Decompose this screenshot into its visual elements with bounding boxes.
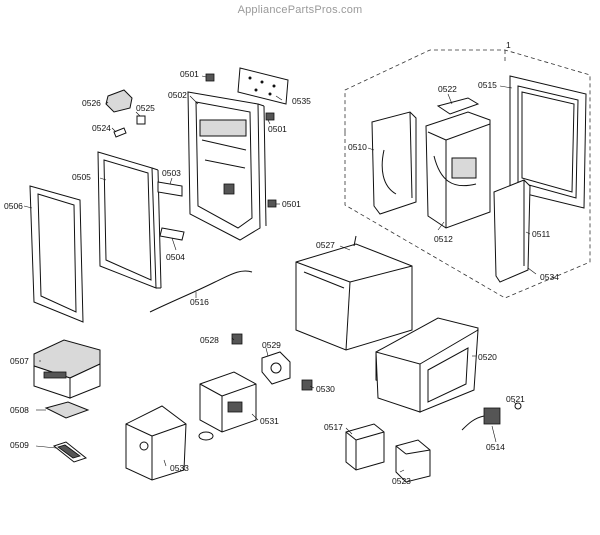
callout-0530[interactable]: 0530: [316, 384, 335, 394]
part-0514-ice-maker-motor[interactable]: [461, 407, 501, 431]
callout-0526[interactable]: 0526: [82, 98, 101, 108]
part-0504-shim[interactable]: [159, 227, 185, 241]
part-0503-plate[interactable]: [157, 181, 183, 197]
callout-0524[interactable]: 0524: [92, 123, 111, 133]
part-0532-knob[interactable]: [198, 431, 214, 441]
part-0517-chute[interactable]: [345, 423, 385, 471]
callout-0507[interactable]: 0507: [10, 356, 29, 366]
part-0505-door-panel[interactable]: [97, 151, 162, 289]
callout-0508[interactable]: 0508: [10, 405, 29, 415]
callout-0512[interactable]: 0512: [434, 234, 453, 244]
part-0510-evaporator-cover[interactable]: [371, 111, 417, 215]
part-0511-side-panel[interactable]: [493, 179, 531, 283]
part-0531-auger-motor[interactable]: [199, 371, 257, 433]
callout-0531[interactable]: 0531: [260, 416, 279, 426]
callout-0514[interactable]: 0514: [486, 442, 505, 452]
callout-0510[interactable]: 0510: [348, 142, 367, 152]
callout-0521[interactable]: 0521: [506, 394, 525, 404]
part-0533-mounting-bracket[interactable]: [125, 405, 187, 481]
callout-0528[interactable]: 0528: [200, 335, 219, 345]
callout-0509[interactable]: 0509: [10, 440, 29, 450]
callout-0529[interactable]: 0529: [262, 340, 281, 350]
part-0528-switch[interactable]: [231, 333, 243, 345]
part-0524-pin[interactable]: [113, 127, 127, 138]
callout-0501-low[interactable]: 0501: [282, 199, 301, 209]
part-0512-ice-maker-assembly[interactable]: [425, 111, 491, 229]
part-0535-control-board[interactable]: [237, 67, 289, 105]
part-0525-spring[interactable]: [136, 115, 146, 125]
part-0522-top-cover[interactable]: [436, 97, 480, 115]
callout-0506[interactable]: 0506: [4, 201, 23, 211]
part-0501-clip-mid[interactable]: [265, 112, 275, 121]
callout-0516[interactable]: 0516: [190, 297, 209, 307]
callout-0503[interactable]: 0503: [162, 168, 181, 178]
part-0501-clip-top[interactable]: [205, 73, 215, 82]
callout-0501-top[interactable]: 0501: [180, 69, 199, 79]
callout-0522[interactable]: 0522: [438, 84, 457, 94]
leader-lines: [23, 75, 537, 473]
callout-1[interactable]: 1: [506, 40, 511, 50]
part-0507-ice-tray-cover[interactable]: [33, 339, 101, 399]
part-0530-connector[interactable]: [301, 379, 313, 391]
part-0526-actuator[interactable]: [105, 89, 133, 113]
part-0520-ice-bucket[interactable]: [375, 317, 479, 413]
part-0501-clip-low[interactable]: [267, 199, 277, 208]
callout-0534[interactable]: 0534: [540, 272, 559, 282]
callout-0535[interactable]: 0535: [292, 96, 311, 106]
part-0502-dispenser-housing[interactable]: [187, 91, 267, 241]
part-0521-screw[interactable]: [514, 402, 522, 410]
callout-0504[interactable]: 0504: [166, 252, 185, 262]
part-0529-solenoid[interactable]: [261, 351, 291, 385]
assembly-dashed-outline: [344, 49, 591, 299]
part-0515-gasket-frame[interactable]: [509, 75, 587, 209]
callout-0525[interactable]: 0525: [136, 103, 155, 113]
watermark-text: AppliancePartsPros.com: [237, 4, 363, 16]
callout-0515[interactable]: 0515: [478, 80, 497, 90]
callout-0511[interactable]: 0511: [532, 229, 551, 239]
part-0508-grille[interactable]: [44, 401, 90, 419]
callout-0527[interactable]: 0527: [316, 240, 335, 250]
part-0509-drip-tray[interactable]: [52, 441, 88, 463]
callout-0533[interactable]: 0533: [170, 463, 189, 473]
callout-0523[interactable]: 0523: [392, 476, 411, 486]
part-number-callouts: 0501 0502 0535 0501 0501 0503 0504 0505 …: [4, 40, 559, 486]
part-0516-wire-harness[interactable]: [149, 270, 253, 313]
callout-0517[interactable]: 0517: [324, 422, 343, 432]
part-0527-fresh-food-liner[interactable]: [295, 235, 413, 351]
part-0506-door-frame[interactable]: [29, 185, 84, 323]
callout-0502[interactable]: 0502: [168, 90, 187, 100]
callout-0501-mid[interactable]: 0501: [268, 124, 287, 134]
callout-0505[interactable]: 0505: [72, 172, 91, 182]
callout-0520[interactable]: 0520: [478, 352, 497, 362]
part-0523-deflector[interactable]: [395, 439, 431, 483]
